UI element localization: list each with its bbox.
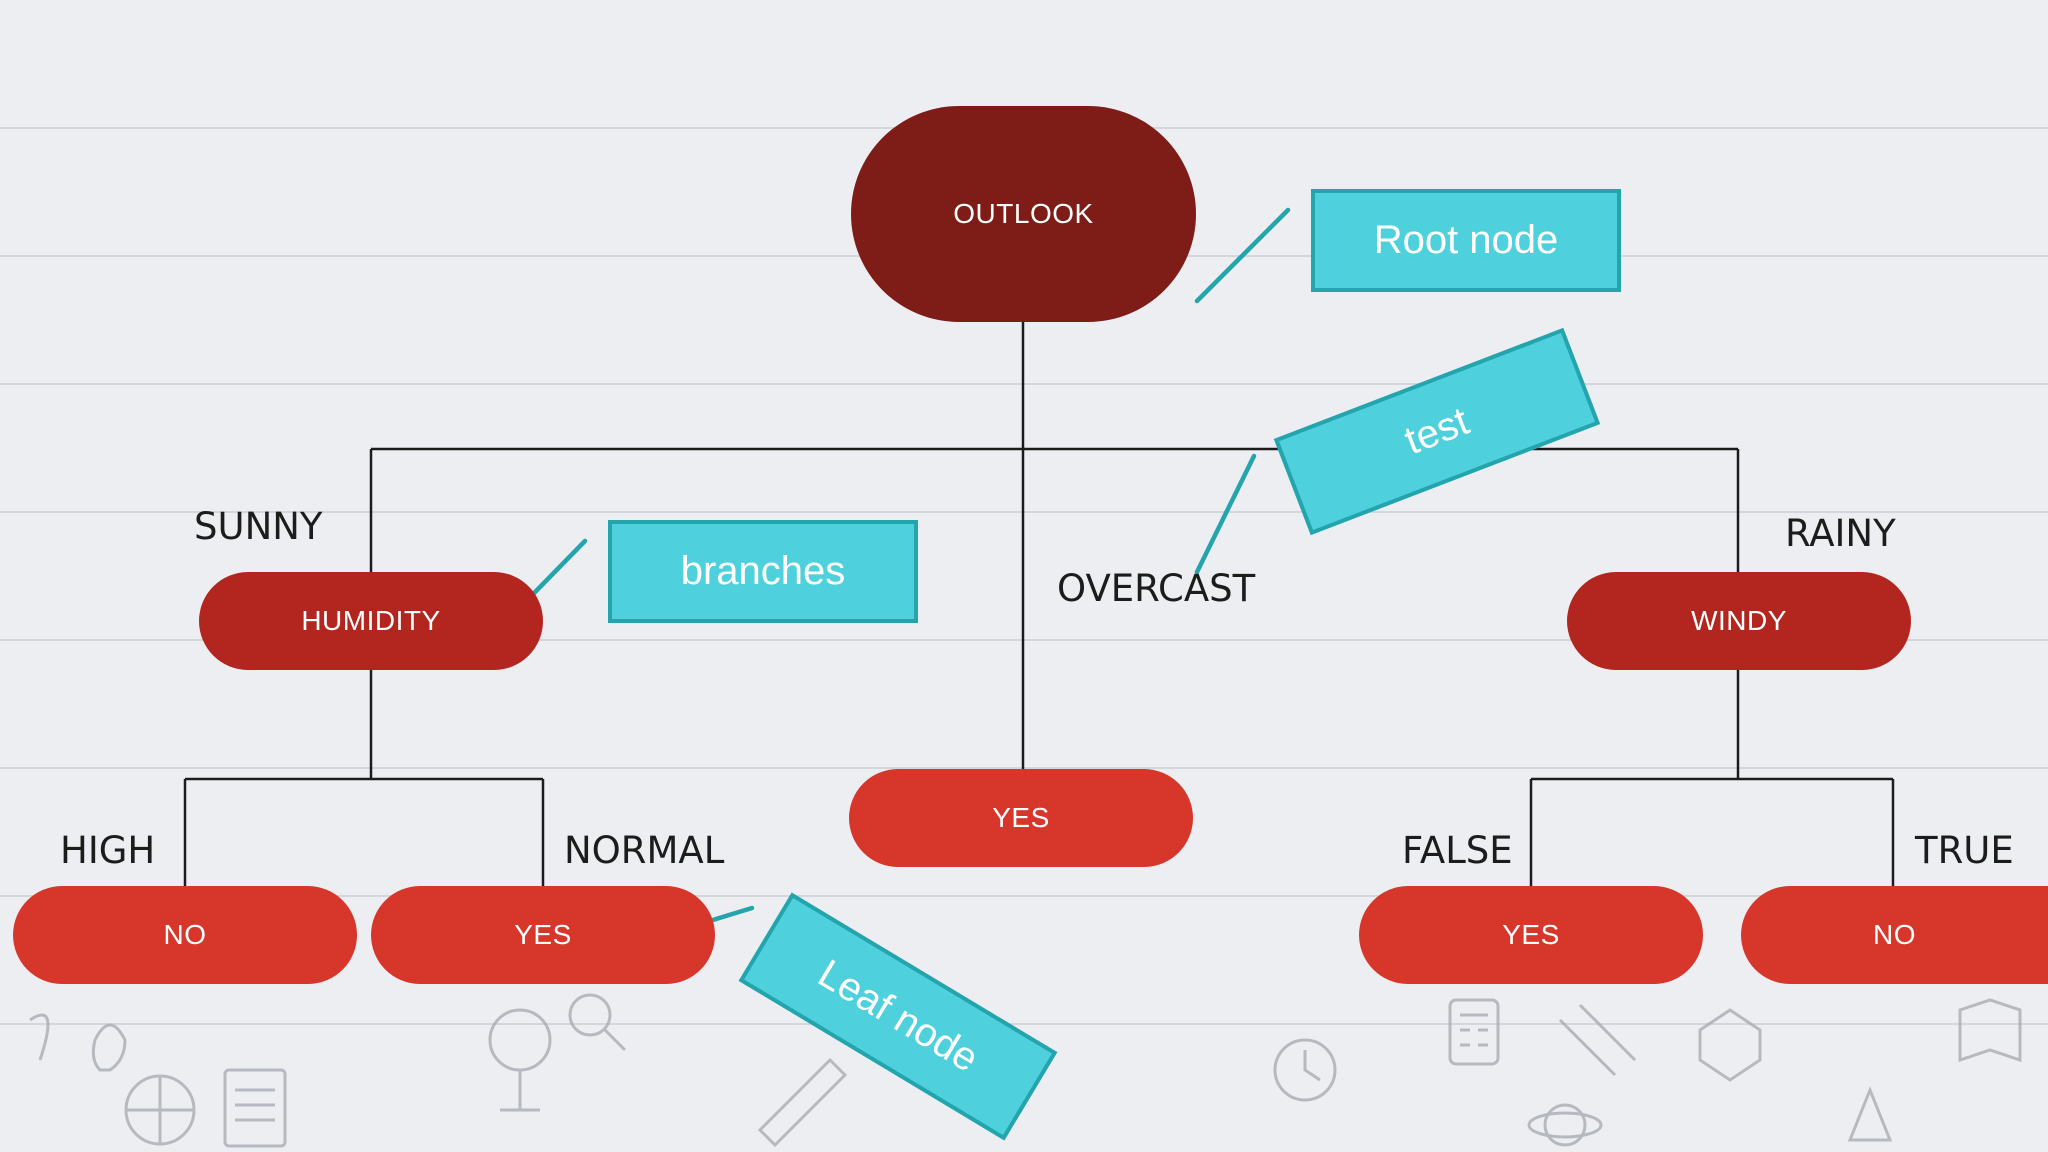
branches-callout: branches — [608, 520, 918, 623]
yes-normal-leaf: YES — [371, 886, 715, 984]
windy-node: WINDY — [1567, 572, 1911, 670]
edge-label-true: TRUE — [1915, 829, 2014, 872]
outlook-root-node: OUTLOOK — [851, 106, 1196, 322]
edge-label-rainy: RAINY — [1785, 512, 1896, 555]
edge-label-sunny: SUNNY — [194, 505, 323, 548]
yes-overcast-leaf: YES — [849, 769, 1193, 867]
yes-false-leaf: YES — [1359, 886, 1703, 984]
edge-label-high: HIGH — [60, 829, 156, 872]
edge-label-normal: NORMAL — [564, 829, 725, 872]
no-high-leaf: NO — [13, 886, 357, 984]
root-node-callout: Root node — [1311, 189, 1621, 292]
humidity-node: HUMIDITY — [199, 572, 543, 670]
edge-label-overcast: OVERCAST — [1057, 567, 1256, 610]
edge-label-false: FALSE — [1402, 829, 1513, 872]
school-doodles — [29, 993, 2022, 1148]
no-true-leaf: NO — [1741, 886, 2048, 984]
